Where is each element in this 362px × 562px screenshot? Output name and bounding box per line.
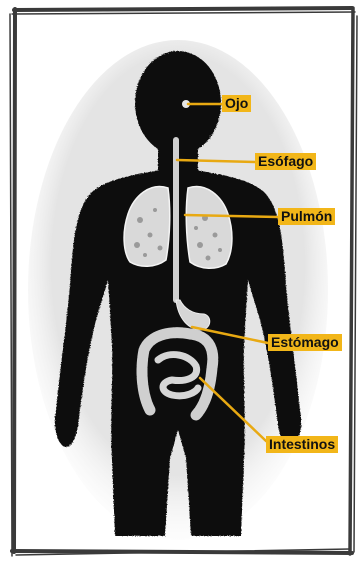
label-lung: Pulmón	[278, 208, 335, 225]
label-stomach: Estómago	[268, 334, 342, 351]
label-esophagus: Esófago	[255, 153, 316, 170]
label-eye: Ojo	[222, 95, 251, 112]
label-intestines: Intestinos	[266, 436, 338, 453]
